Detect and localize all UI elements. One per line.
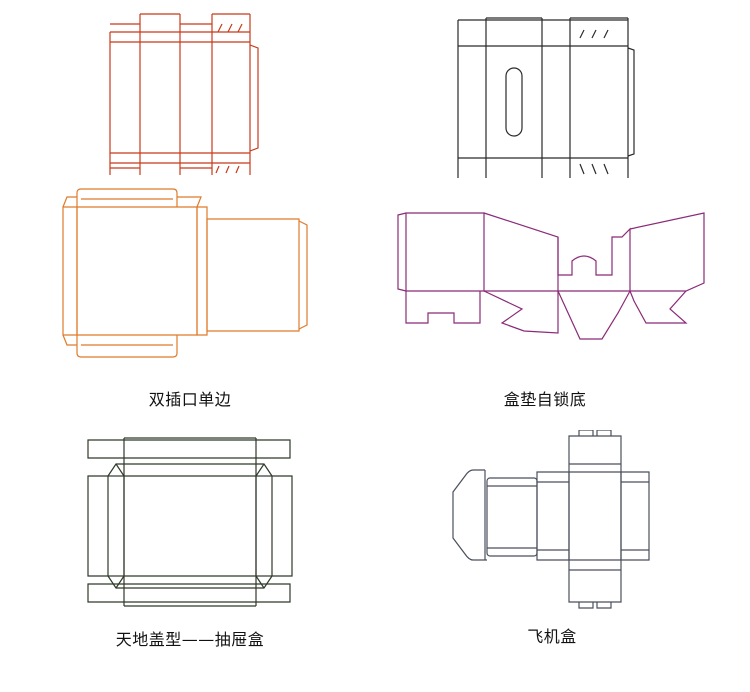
- fold-line: [592, 30, 596, 38]
- fold-line: [604, 164, 608, 174]
- black-box-dieline: [450, 10, 640, 182]
- bottom-flap: [484, 291, 558, 333]
- panel-outline: [88, 584, 290, 602]
- wing: [484, 213, 558, 291]
- purple-lock-bottom-dieline: [390, 205, 715, 350]
- fold-line: [604, 30, 608, 38]
- body-panel: [398, 213, 484, 291]
- fold-line: [256, 576, 264, 588]
- panel-outline: [207, 219, 299, 331]
- fold-line: [580, 30, 584, 38]
- fold-line: [116, 576, 124, 588]
- panel-outline: [272, 476, 292, 576]
- wing: [630, 213, 704, 291]
- panel-outline: [88, 440, 290, 458]
- top-flap: [77, 189, 177, 207]
- caption-lock-bottom: 盒垫自锁底: [503, 390, 587, 409]
- lock-tab: [558, 229, 630, 291]
- panel-outline: [63, 207, 77, 335]
- glue-flap: [250, 45, 258, 151]
- glue-flap: [628, 48, 634, 156]
- caption-double-insert: 双插口单边: [148, 390, 232, 409]
- panel-outline: [537, 472, 569, 560]
- fold-line: [116, 464, 124, 476]
- tab: [597, 602, 611, 608]
- fold-line: [228, 24, 232, 32]
- corner-tuck: [63, 335, 77, 345]
- tab: [579, 430, 593, 436]
- glue-flap: [299, 221, 307, 329]
- orange-box-dieline: [55, 185, 315, 365]
- tab: [597, 430, 611, 436]
- panel-outline: [88, 476, 108, 576]
- caption-drawer: 天地盖型——抽屉盒: [115, 630, 265, 649]
- inner-flap: [108, 464, 272, 476]
- bottom-flap: [630, 291, 686, 323]
- corner-tuck: [63, 197, 77, 207]
- caption-airplane: 飞机盒: [527, 627, 577, 646]
- fold-line: [218, 24, 222, 32]
- green-drawer-dieline: [80, 430, 300, 615]
- fold-line: [592, 164, 596, 174]
- fold-line: [580, 164, 584, 174]
- bottom-flap: [77, 335, 177, 357]
- panel-outline: [124, 476, 256, 576]
- panel-outline: [569, 436, 621, 602]
- bottom-flap: [558, 291, 630, 339]
- fold-line: [236, 166, 239, 173]
- panel-outline: [77, 207, 197, 335]
- panel-outline: [506, 68, 522, 136]
- red-box-dieline: [100, 10, 270, 180]
- fold-line: [256, 464, 264, 476]
- panel-outline: [621, 472, 649, 560]
- fold-line: [238, 24, 242, 32]
- rounded-flap: [453, 470, 487, 560]
- bottom-tab: [406, 291, 480, 323]
- panel-outline: [197, 207, 207, 335]
- inner-flap: [108, 576, 272, 588]
- corner-tuck: [177, 197, 201, 207]
- fold-line: [226, 166, 229, 173]
- slate-airplane-dieline: [445, 430, 660, 610]
- panel-outline: [487, 478, 537, 556]
- fold-line: [216, 166, 219, 173]
- tab: [579, 602, 593, 608]
